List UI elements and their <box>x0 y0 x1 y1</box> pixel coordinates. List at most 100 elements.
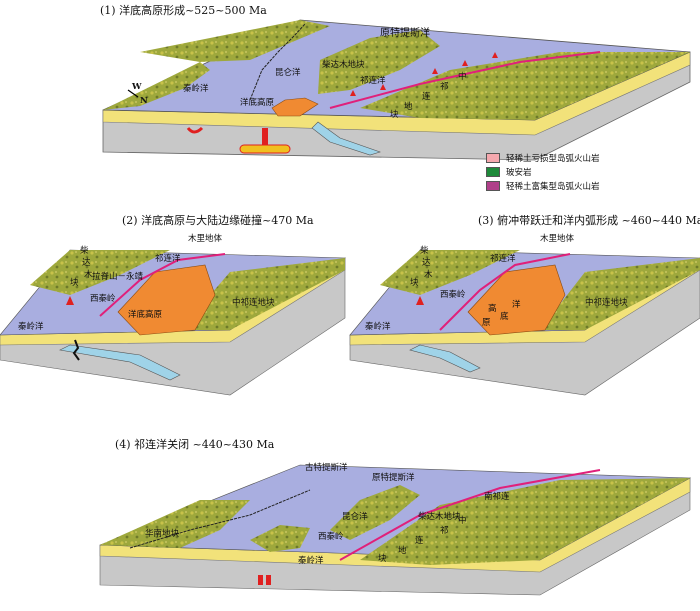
p4-plume-2 <box>266 575 271 585</box>
p1-continent-top <box>140 20 330 62</box>
p2-arc-line <box>99 253 226 317</box>
p4-label-kunlun: 昆仑洋 <box>342 512 368 522</box>
p2-volcano <box>66 296 74 305</box>
p3-label-qilian: 祁连洋 <box>490 254 516 264</box>
p3-south-continent <box>540 258 700 330</box>
p3-label-muli: 木里地体 <box>540 234 575 244</box>
p1-arc-line <box>329 51 601 109</box>
legend-item: 轻稀土亏损型岛弧火山岩 <box>486 151 636 165</box>
p4-label-xiqinling: 西秦岭 <box>318 532 344 542</box>
p1-slab <box>311 121 381 156</box>
p4-north-block <box>330 485 420 540</box>
p4-label-qaidam: 柴达木地块 <box>418 512 461 522</box>
p2-label-mu: 木 <box>84 270 93 280</box>
p2-label-chai: 柴 <box>80 246 89 256</box>
panel-1-title: (1) 洋底高原形成~525~500 Ma <box>100 4 267 17</box>
p2-label-plateau: 洋底高原 <box>128 310 163 320</box>
p1-label-qinling: 秦岭洋 <box>183 84 209 94</box>
p1-label-proto-tethys: 原特提斯洋 <box>380 28 430 39</box>
p2-label-laji: 拉脊山－永靖 <box>92 272 144 282</box>
p4-cq-char-5: 块 <box>378 554 387 564</box>
p4-cq-char-2: 祁 <box>440 526 449 536</box>
p3-label-qinling: 秦岭洋 <box>365 322 391 332</box>
p4-label-huanan: 华南地块 <box>145 529 180 539</box>
p4-label-proto-tethys: 原特提斯洋 <box>372 473 415 483</box>
legend-swatch-boninite <box>486 167 500 177</box>
p4-cq-char-3: 连 <box>415 536 424 546</box>
p1-south-continent <box>360 52 690 120</box>
p1-plume-left <box>186 126 204 134</box>
p1-cq-char-1: 中 <box>458 72 467 82</box>
p1-label-kunlun: 昆仑洋 <box>275 68 301 78</box>
panel-4-title: (4) 祁连洋关闭 ~440~430 Ma <box>115 438 275 451</box>
p1-cq-char-4: 地 <box>404 102 413 112</box>
p1-volcano-markers <box>350 52 498 96</box>
legend-label: 轻稀土富集型岛弧火山岩 <box>506 182 600 192</box>
p3-label-mu: 木 <box>424 270 433 280</box>
p2-label-da: 达 <box>82 258 91 268</box>
p1-plateau <box>271 97 319 117</box>
legend: 轻稀土亏损型岛弧火山岩 玻安岩 轻稀土富集型岛弧火山岩 <box>486 151 636 193</box>
p1-plume-head <box>239 144 291 154</box>
p2-label-zhongqilian: 中祁连地块 <box>232 298 275 308</box>
p1-plume <box>262 128 268 150</box>
p3-north-continent <box>380 250 520 295</box>
legend-item: 玻安岩 <box>486 165 636 179</box>
p4-mid-block <box>250 525 310 552</box>
p1-qaidam-block <box>318 30 440 94</box>
panel-4-diagram <box>99 464 692 596</box>
panel-3-diagram <box>349 249 700 396</box>
p1-compass-arrow <box>127 89 139 98</box>
p3-plateau-char-1: 洋 <box>512 300 521 310</box>
p3-plateau-char-2: 底 <box>500 312 509 322</box>
panel-3-title: (3) 俯冲带跃迁和洋内弧形成 ~460~440 Ma <box>478 214 700 227</box>
p4-label-qinling: 秦岭洋 <box>298 556 324 566</box>
p4-south-continent <box>360 478 690 565</box>
p3-volcano <box>416 296 424 305</box>
p2-label-qinling: 秦岭洋 <box>18 322 44 332</box>
p3-arc-line <box>439 253 571 331</box>
p2-label-xiqinling: 西秦岭 <box>90 294 116 304</box>
p1-cq-char-3: 连 <box>422 92 431 102</box>
p3-label-zhongqilian: 中祁连地块 <box>585 298 628 308</box>
p4-ridge <box>129 489 311 549</box>
legend-item: 轻稀土富集型岛弧火山岩 <box>486 179 636 193</box>
p1-compass-w: W <box>132 82 142 92</box>
p2-south-continent <box>180 258 345 330</box>
p1-label-plateau: 洋底高原 <box>240 98 275 108</box>
p1-label-qilian: 祁连洋 <box>360 76 386 86</box>
p2-north-continent <box>30 250 170 295</box>
panel-1-diagram <box>102 19 691 161</box>
p2-label-qilian: 祁连洋 <box>155 254 181 264</box>
p4-label-paleo-tethys: 古特提斯洋 <box>305 463 348 473</box>
p1-continent-north <box>103 62 210 110</box>
p2-label-muli: 木里地体 <box>188 234 223 244</box>
p3-label-xiqinling: 西秦岭 <box>440 290 466 300</box>
p2-slab <box>59 344 181 381</box>
p4-plume <box>258 575 263 585</box>
panel-2-diagram <box>0 249 346 396</box>
p1-label-qaidam: 柴达木地块 <box>322 60 365 70</box>
legend-swatch-lree-enriched <box>486 181 500 191</box>
p1-compass-n: N <box>140 96 148 106</box>
legend-label: 玻安岩 <box>506 168 532 178</box>
p3-plateau-char-3: 高 <box>488 304 497 314</box>
p3-label-chai: 柴 <box>420 246 429 256</box>
p4-label-nanqilian: 南祁连 <box>484 492 510 502</box>
p3-plateau-char-4: 原 <box>482 318 491 328</box>
p1-cq-char-2: 祁 <box>440 82 449 92</box>
p4-cq-char-4: 地 <box>398 546 407 556</box>
p3-label-da: 达 <box>422 258 431 268</box>
p3-label-kuai: 块 <box>410 278 419 288</box>
p4-huanan-block <box>100 500 250 548</box>
p4-arc-line <box>339 469 601 561</box>
p2-label-kuai: 块 <box>70 278 79 288</box>
legend-swatch-lree-depleted <box>486 153 500 163</box>
p3-slab <box>409 344 481 373</box>
p1-ridge <box>249 23 306 101</box>
p1-cq-char-5: 块 <box>390 110 399 120</box>
legend-label: 轻稀土亏损型岛弧火山岩 <box>506 154 600 164</box>
panel-2-title: (2) 洋底高原与大陆边缘碰撞~470 Ma <box>122 214 314 227</box>
p2-fault <box>72 339 80 361</box>
